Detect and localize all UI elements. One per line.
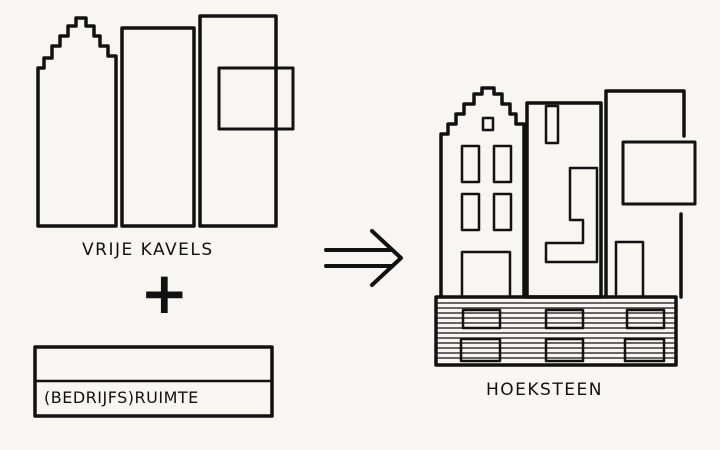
free-plots-label: VRIJE KAVELS	[82, 240, 214, 260]
combined-gable-building	[439, 86, 526, 299]
combined-middle-building	[525, 101, 603, 299]
free-plots-group	[36, 14, 295, 228]
plot-modern-building	[198, 14, 278, 228]
business-space-label: (BEDRIJFS)RUIMTE	[44, 388, 199, 407]
business-space-group	[33, 345, 274, 418]
plot-gable-building	[36, 16, 118, 228]
plot-modern-window	[217, 66, 295, 131]
double-arrow-icon	[324, 229, 403, 287]
plus-sign: +	[140, 259, 189, 327]
corner-building-group	[434, 86, 697, 367]
combined-plinth	[434, 295, 678, 367]
plinth-windows	[459, 308, 666, 363]
corner-stone-label: HOEKSTEEN	[486, 380, 603, 400]
combined-modern-building	[604, 89, 686, 299]
plot-plain-building	[120, 26, 196, 228]
